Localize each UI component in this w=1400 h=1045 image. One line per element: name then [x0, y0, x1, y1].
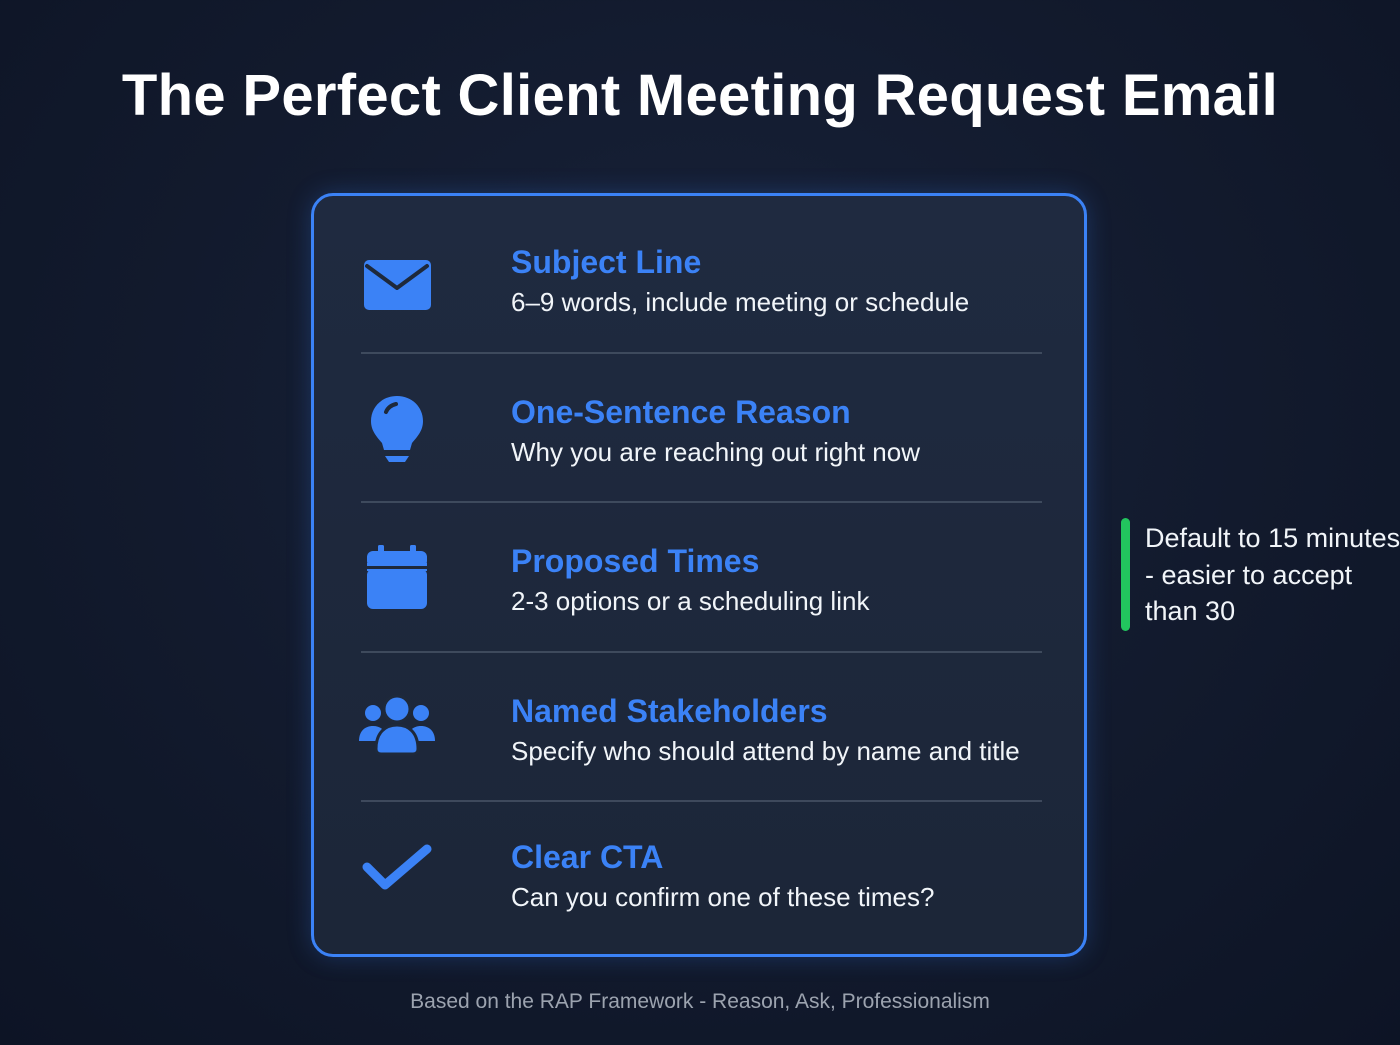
divider — [361, 651, 1042, 653]
item-one-sentence-reason: One-Sentence Reason Why you are reaching… — [361, 394, 1041, 514]
item-label: Subject Line — [511, 244, 702, 280]
item-description: 2-3 options or a scheduling link — [511, 586, 870, 616]
divider — [361, 501, 1042, 503]
users-icon — [359, 694, 435, 756]
item-description: Why you are reaching out right now — [511, 437, 920, 467]
item-description: Specify who should attend by name and ti… — [511, 736, 1020, 766]
envelope-icon — [364, 260, 431, 310]
item-clear-cta: Clear CTA Can you confirm one of these t… — [361, 839, 1041, 959]
divider — [361, 800, 1042, 802]
lightbulb-icon — [371, 396, 423, 462]
item-label: Clear CTA — [511, 839, 664, 875]
side-note: Default to 15 minutes - easier to accept… — [1121, 518, 1400, 633]
item-label: Proposed Times — [511, 543, 760, 579]
page-title: The Perfect Client Meeting Request Email — [121, 63, 1279, 128]
calendar-icon — [367, 545, 427, 609]
item-subject-line: Subject Line 6–9 words, include meeting … — [361, 244, 1041, 364]
item-description: Can you confirm one of these times? — [511, 882, 935, 912]
item-proposed-times: Proposed Times 2-3 options or a scheduli… — [361, 543, 1041, 663]
checklist-card: Subject Line 6–9 words, include meeting … — [311, 193, 1087, 957]
note-text: Default to 15 minutes - easier to accept… — [1145, 523, 1400, 626]
item-description: 6–9 words, include meeting or schedule — [511, 287, 970, 317]
item-label: One-Sentence Reason — [511, 394, 851, 430]
item-named-stakeholders: Named Stakeholders Specify who should at… — [359, 693, 1041, 813]
note-accent-bar — [1121, 518, 1130, 631]
checkmark-icon — [362, 844, 432, 890]
footer-caption: Based on the RAP Framework - Reason, Ask… — [410, 990, 990, 1013]
divider — [361, 352, 1042, 354]
item-label: Named Stakeholders — [511, 693, 828, 729]
